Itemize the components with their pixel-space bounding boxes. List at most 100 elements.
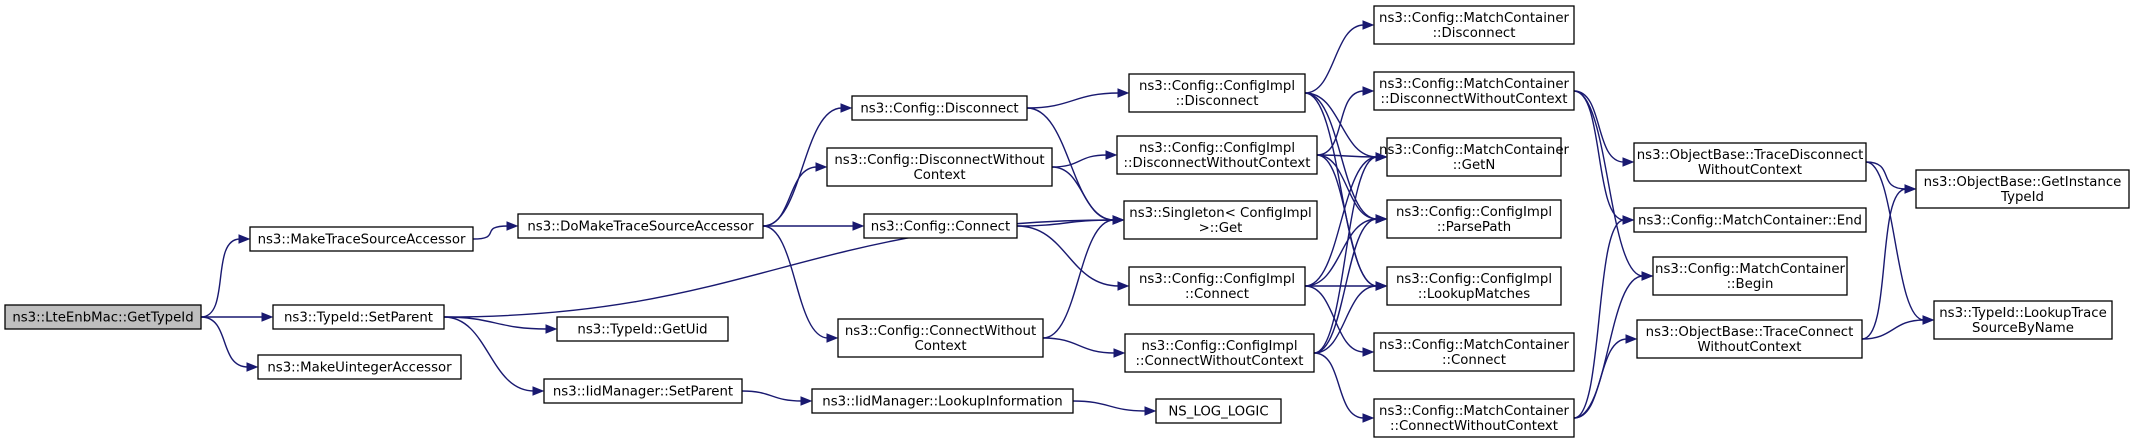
edge-line	[1865, 161, 1925, 321]
function-node-cicwc[interactable]: ns3::Config::ConfigImpl::ConnectWithoutC…	[1124, 333, 1315, 373]
call-edge-lte-to-tsp	[201, 312, 274, 322]
node-box	[1128, 266, 1306, 306]
node-box	[556, 316, 729, 342]
function-node-mcdisc[interactable]: ns3::Config::MatchContainer::Disconnect	[1373, 5, 1575, 45]
node-label-line: ns3::IidManager::SetParent	[553, 385, 733, 400]
edge-arrowhead	[1113, 348, 1126, 358]
edge-arrowhead	[826, 333, 839, 343]
node-label-line: ::Connect	[1185, 287, 1249, 302]
edge-arrowhead	[815, 162, 828, 172]
edge-arrowhead	[1112, 215, 1125, 225]
function-node-tsp[interactable]: ns3::TypeId::SetParent	[272, 304, 445, 330]
function-node-obtd[interactable]: ns3::ObjectBase::TraceDisconnectWithoutC…	[1633, 142, 1867, 182]
function-node-tgu[interactable]: ns3::TypeId::GetUid	[556, 316, 729, 342]
node-box	[1373, 5, 1575, 45]
node-box	[811, 388, 1074, 414]
function-node-cipp[interactable]: ns3::Config::ConfigImpl::ParsePath	[1386, 199, 1562, 239]
edge-arrowhead	[800, 396, 813, 406]
node-label-line: Context	[914, 339, 966, 354]
function-node-mtsa[interactable]: ns3::MakeTraceSourceAccessor	[249, 226, 474, 252]
function-node-mccwc[interactable]: ns3::Config::MatchContainer::ConnectWith…	[1373, 398, 1575, 438]
node-box	[249, 226, 474, 252]
edge-arrowhead	[545, 324, 558, 334]
node-label-line: ns3::Config::MatchContainer	[1379, 143, 1569, 158]
node-box	[257, 354, 462, 380]
function-node-iidsp[interactable]: ns3::IidManager::SetParent	[543, 378, 743, 404]
node-label-line: ns3::Config::ConfigImpl	[1396, 272, 1552, 287]
edge-line	[1861, 188, 1907, 340]
node-label-line: ns3::Config::ConfigImpl	[1139, 141, 1295, 156]
edge-arrowhead	[1375, 281, 1388, 291]
node-box	[4, 304, 202, 330]
function-node-lte[interactable]: ns3::LteEnbMac::GetTypeId	[4, 304, 202, 330]
node-label-line: ns3::Config::Connect	[871, 220, 1010, 235]
call-edge-obtc-to-obgit	[1861, 184, 1917, 340]
function-node-dmtsa[interactable]: ns3::DoMakeTraceSourceAccessor	[517, 213, 764, 239]
function-node-cilm[interactable]: ns3::Config::ConfigImpl::LookupMatches	[1386, 266, 1562, 306]
function-node-nslog[interactable]: NS_LOG_LOGIC	[1155, 398, 1282, 424]
function-node-ccwc[interactable]: ns3::Config::ConnectWithoutContext	[837, 318, 1044, 358]
node-box	[1636, 319, 1863, 359]
function-node-cconn[interactable]: ns3::Config::Connect	[863, 213, 1018, 239]
node-box	[1128, 73, 1306, 113]
edge-arrowhead	[840, 103, 853, 113]
edge-arrowhead	[1375, 152, 1388, 162]
function-node-cdisc[interactable]: ns3::Config::Disconnect	[851, 95, 1028, 121]
edge-arrowhead	[1375, 214, 1388, 224]
function-node-cidwc[interactable]: ns3::Config::ConfigImpl::DisconnectWitho…	[1116, 135, 1318, 175]
function-node-obtc[interactable]: ns3::ObjectBase::TraceConnectWithoutCont…	[1636, 319, 1863, 359]
function-node-cic[interactable]: ns3::Config::ConfigImpl::Connect	[1128, 266, 1306, 306]
function-node-mcgetn[interactable]: ns3::Config::MatchContainer::GetN	[1379, 137, 1570, 177]
edge-arrowhead	[1904, 184, 1917, 194]
edge-line	[762, 166, 818, 227]
edge-line	[1304, 92, 1378, 158]
edge-line	[1051, 166, 1115, 221]
edge-arrowhead	[246, 362, 259, 372]
node-box	[543, 378, 743, 404]
edge-line	[1016, 219, 1115, 227]
node-label-line: ::GetN	[1453, 158, 1496, 173]
edge-arrowhead	[1144, 406, 1157, 416]
edge-line	[1042, 219, 1115, 339]
edge-line	[1316, 154, 1378, 287]
function-node-sing[interactable]: ns3::Singleton< ConfigImpl>::Get	[1123, 200, 1318, 240]
node-label-line: ns3::TypeId::SetParent	[284, 311, 433, 326]
function-node-mcconn[interactable]: ns3::Config::MatchContainer::Connect	[1373, 332, 1575, 372]
edge-line	[1316, 154, 1378, 220]
function-node-cdwc[interactable]: ns3::Config::DisconnectWithoutContext	[826, 147, 1053, 187]
function-node-mcbegin[interactable]: ns3::Config::MatchContainer::Begin	[1652, 256, 1848, 296]
edge-line	[1861, 319, 1925, 340]
edge-line	[1304, 24, 1365, 94]
edge-line	[1313, 218, 1378, 354]
edge-arrowhead	[1362, 86, 1375, 96]
node-label-line: ns3::ObjectBase::TraceDisconnect	[1637, 148, 1864, 163]
node-label-line: ns3::Config::ConnectWithout	[845, 324, 1036, 339]
call-edge-dmtsa-to-cconn	[763, 221, 865, 231]
function-node-mcdwc[interactable]: ns3::Config::MatchContainer::DisconnectW…	[1373, 71, 1575, 111]
node-label-line: >::Get	[1199, 221, 1243, 236]
function-node-mua[interactable]: ns3::MakeUintegerAccessor	[257, 354, 462, 380]
node-label-line: ns3::Config::MatchContainer	[1379, 77, 1569, 92]
node-label-line: WithoutContext	[1697, 340, 1801, 355]
edge-line	[1304, 218, 1378, 287]
node-box	[1373, 398, 1575, 438]
node-label-line: ::LookupMatches	[1418, 287, 1530, 302]
function-node-iidli[interactable]: ns3::IidManager::LookupInformation	[811, 388, 1074, 414]
edge-arrowhead	[1362, 413, 1375, 423]
function-node-cid[interactable]: ns3::Config::ConfigImpl::Disconnect	[1128, 73, 1306, 113]
node-label-line: ns3::Config::MatchContainer	[1379, 404, 1569, 419]
edge-arrowhead	[532, 386, 545, 396]
node-label-line: Context	[913, 168, 965, 183]
node-label-line: ns3::Config::ConfigImpl	[1139, 272, 1295, 287]
edge-line	[1051, 154, 1108, 168]
call-edge-cicwc-to-mcgetn	[1313, 152, 1388, 354]
node-label-line: ns3::LteEnbMac::GetTypeId	[12, 311, 193, 326]
edge-arrowhead	[1117, 281, 1130, 291]
node-box	[1386, 199, 1562, 239]
function-node-mcend[interactable]: ns3::Config::MatchContainer::End	[1633, 207, 1867, 233]
edge-arrowhead	[1622, 215, 1635, 225]
edge-arrowhead	[1922, 315, 1935, 325]
